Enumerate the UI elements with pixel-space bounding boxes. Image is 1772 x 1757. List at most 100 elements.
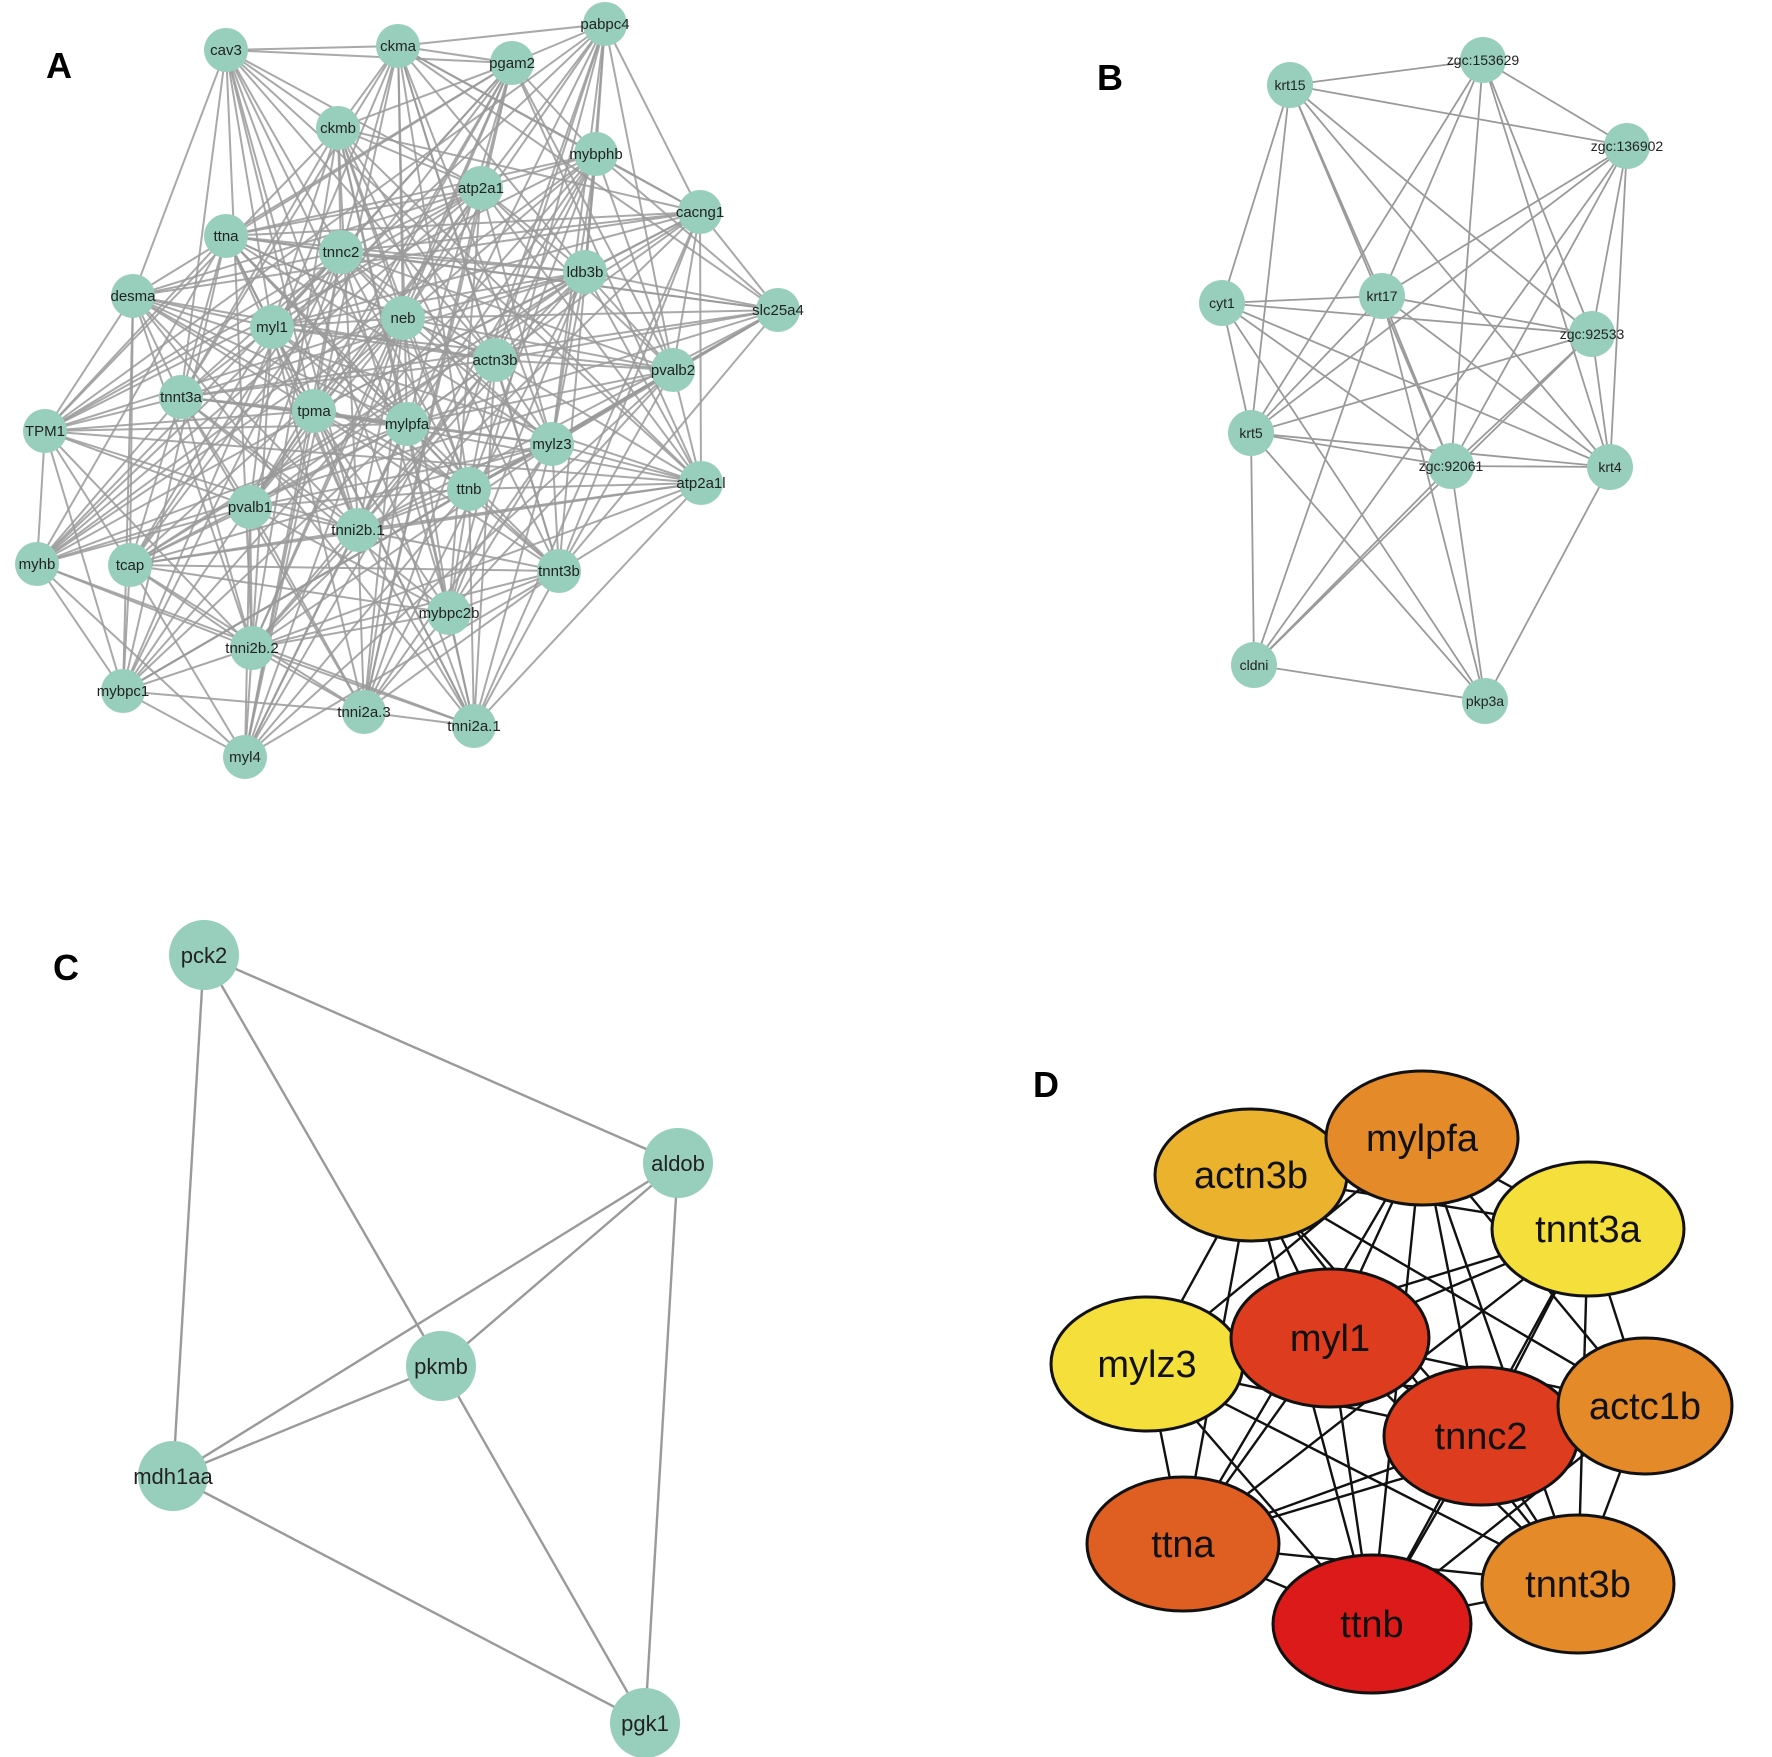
node-d-myl1-ellipse	[1229, 1267, 1431, 1409]
edge-a	[44, 423, 408, 432]
edge-a	[36, 563, 124, 692]
edge-a	[132, 295, 702, 484]
node-d-ttna: ttna	[1085, 1475, 1281, 1613]
edge-a	[494, 359, 560, 572]
edge-c	[172, 1161, 679, 1478]
edge-a	[36, 423, 408, 565]
edge-b	[1250, 432, 1255, 666]
edge-b	[1609, 145, 1628, 468]
node-a-tnnt3b-label: tnnt3b	[538, 563, 580, 580]
edge-b	[1250, 59, 1484, 434]
node-d-actc1b-label: actc1b	[1589, 1386, 1701, 1428]
edge-b	[1250, 333, 1593, 434]
edge-a	[225, 49, 339, 129]
node-a-ldb3b: ldb3b	[563, 250, 607, 294]
edge-a	[44, 430, 359, 531]
node-b-krt17-label: krt17	[1366, 288, 1397, 304]
edge-a	[397, 45, 408, 425]
edge-a	[468, 482, 702, 490]
node-c-mdh1aa: mdh1aa	[133, 1441, 214, 1511]
edge-a	[251, 62, 513, 649]
edge-a	[251, 570, 560, 649]
node-d-tnnt3a-label: tnnt3a	[1535, 1209, 1642, 1251]
edge-a	[251, 482, 702, 649]
edge-a	[406, 423, 450, 614]
node-a-pgam2: pgam2	[489, 41, 535, 85]
edge-a	[402, 23, 606, 319]
edge-a	[44, 430, 124, 692]
edge-a	[129, 564, 246, 758]
node-a-slc25a4-label: slc25a4	[752, 302, 804, 319]
node-b-krt4-circle	[1587, 444, 1633, 490]
edge-a	[595, 153, 674, 371]
node-a-ckmb-label: ckmb	[320, 120, 356, 137]
edge-b	[1250, 432, 1486, 702]
edge-a	[129, 251, 342, 566]
edge-a	[122, 647, 253, 692]
edge-a	[44, 127, 339, 432]
node-a-tnni2b-1: tnni2b.1	[331, 508, 385, 552]
node-a-tnni2a-1-label: tnni2a.1	[447, 718, 500, 735]
node-b-cyt1: cyt1	[1199, 280, 1245, 326]
node-d-ttna-ellipse	[1085, 1475, 1281, 1613]
edge-b	[1591, 145, 1628, 335]
node-c-pck2: pck2	[169, 920, 239, 990]
edge-a	[36, 563, 246, 758]
edge-c	[439, 1365, 647, 1724]
node-a-tpma-circle	[292, 389, 336, 433]
edge-a	[225, 211, 701, 237]
node-a-ldb3b-label: ldb3b	[567, 264, 604, 281]
node-c-pck2-label: pck2	[181, 943, 227, 968]
node-a-tnni2b-1-circle	[336, 508, 380, 552]
edge-a	[132, 295, 496, 361]
edge-b	[1289, 84, 1593, 335]
node-c-pgk1-label: pgk1	[621, 1711, 669, 1736]
node-a-myl1-label: myl1	[256, 319, 288, 336]
edge-b	[1482, 59, 1611, 468]
edge-a	[494, 359, 674, 371]
edge-a	[36, 430, 46, 565]
edge-a	[225, 49, 273, 328]
node-a-cacng1-label: cacng1	[676, 204, 724, 221]
node-d-tnnt3b-label: tnnt3b	[1525, 1564, 1631, 1606]
node-c-mdh1aa-label: mdh1aa	[133, 1464, 213, 1489]
node-a-tnnc2: tnnc2	[319, 230, 363, 274]
edge-a	[129, 443, 553, 566]
edge-a	[132, 62, 513, 297]
node-c-aldob: aldob	[643, 1128, 713, 1198]
edge-a	[129, 564, 450, 614]
node-a-tcap-circle	[108, 543, 152, 587]
edge-a	[225, 49, 513, 64]
edge-a	[448, 369, 674, 614]
panel-letter-c: C	[53, 947, 79, 988]
edge-a	[44, 396, 182, 432]
edge-a	[357, 529, 560, 572]
edge-a	[551, 23, 606, 445]
edge-a	[337, 127, 359, 531]
edge-d	[1250, 1174, 1579, 1585]
edge-a	[313, 62, 513, 412]
edge-a	[244, 570, 560, 758]
node-b-pkp3a-label: pkp3a	[1466, 693, 1504, 709]
node-a-myl4-circle	[223, 735, 267, 779]
node-d-ttna-label: ttna	[1151, 1524, 1215, 1566]
node-d-tnnc2-label: tnnc2	[1435, 1416, 1528, 1458]
node-a-ckma-circle	[376, 24, 420, 68]
edge-b	[1381, 295, 1593, 335]
node-c-pkmb: pkmb	[406, 1331, 476, 1401]
edge-b	[1221, 295, 1383, 304]
node-a-actn3b-label: actn3b	[472, 352, 517, 369]
edge-a	[44, 410, 315, 432]
edge-b	[1253, 465, 1452, 666]
edge-a	[340, 251, 586, 273]
edge-b	[1250, 432, 1611, 468]
edge-c	[202, 954, 443, 1367]
edge-a	[244, 369, 674, 758]
edge-a	[122, 235, 227, 692]
node-a-pabpc4-label: pabpc4	[580, 16, 629, 33]
node-a-myhb-label: myhb	[19, 556, 56, 573]
edge-c	[643, 1162, 680, 1724]
edge-a	[340, 211, 701, 253]
edge-a	[480, 187, 702, 484]
